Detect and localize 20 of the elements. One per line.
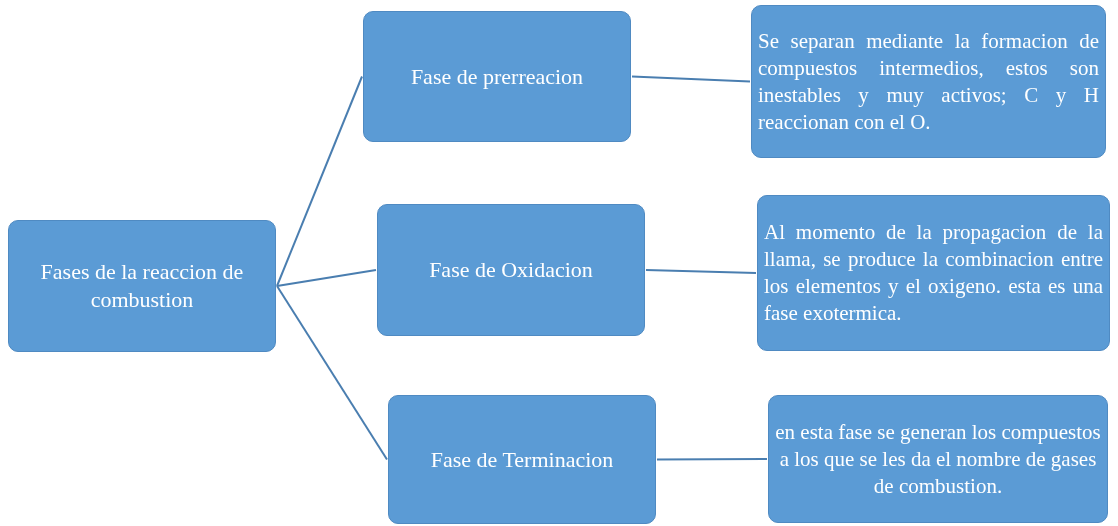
connector-line — [656, 458, 768, 461]
connector-line — [276, 269, 377, 287]
description-box — [768, 395, 1108, 523]
description-text: Al momento de la propagacion de la llama, se produce la combinacion entre los elementos y el oxigeno. esta es una fase exotermica. — [764, 219, 1103, 327]
phase-box — [377, 204, 645, 336]
phase-label: Fase de Oxidacion — [429, 256, 593, 284]
description-text: en esta fase se generan los compuestos a los que se les da el nombre de gases de combustion. — [775, 418, 1101, 500]
phase-box — [363, 11, 631, 142]
description-box — [757, 195, 1110, 351]
phase-box — [8, 220, 276, 352]
connector-line — [645, 269, 757, 274]
connector-line — [276, 75, 363, 287]
connector-line — [276, 285, 388, 461]
phase-label: Fase de Terminacion — [430, 445, 614, 474]
connector-line — [631, 75, 751, 83]
phase-label: Fases de la reaccion de combustion — [39, 258, 245, 314]
description-text: Se separan mediante la formacion de compuestos intermedios, estos son inestables y muy activos; C y H reaccionan con el O. — [758, 27, 1099, 136]
phase-box — [388, 395, 656, 524]
phase-label: Fase de prerreacion — [410, 62, 584, 91]
description-box — [751, 5, 1106, 158]
